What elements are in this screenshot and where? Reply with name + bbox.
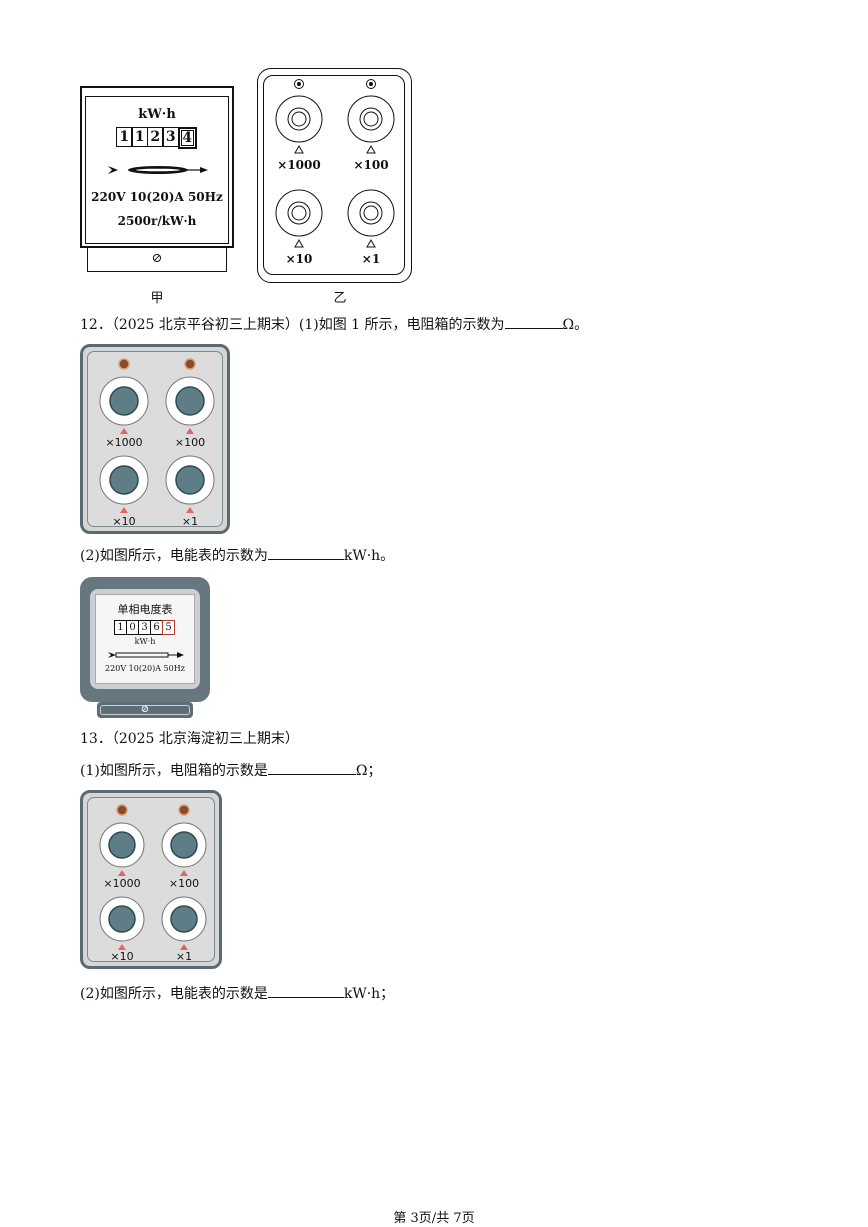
q12-part2-text: (2)如图所示，电能表的示数为 (80, 548, 268, 564)
dial-label-100: ×100 (168, 877, 200, 890)
dial-label-10: ×10 (285, 252, 313, 266)
meter-constant: 2500r/kW·h (117, 214, 197, 228)
meter-unit: kW·h (138, 107, 176, 122)
q13-part1-text: (1)如图所示，电阻箱的示数是 (80, 763, 268, 779)
meter-title: 单相电度表 (117, 603, 173, 616)
answer-blank[interactable] (267, 760, 356, 775)
digit: 2 (146, 127, 164, 147)
energy-meter-jia: kW·h 1 1 2 3 4 220V 10(20)A 50Hz 2500r/k… (80, 86, 234, 248)
dial-label-1: ×1 (181, 515, 199, 528)
dials-graphic (99, 804, 207, 950)
dial-label-100: ×100 (353, 158, 389, 172)
answer-blank[interactable] (267, 983, 344, 998)
resistance-box-q13: ×1000 ×100 ×10 ×1 (80, 790, 222, 969)
resistance-box-yi: ×1000 ×100 ×10 ×1 (257, 68, 412, 283)
dials-graphic (275, 79, 395, 248)
digit-last: 4 (177, 127, 197, 149)
screw-icon: ⊘ (140, 704, 150, 715)
dial-label-10: ×10 (112, 515, 136, 528)
dial-label-1000: ×1000 (105, 436, 143, 449)
meter-spec: 220V 10(20)A 50Hz (105, 664, 185, 673)
answer-blank[interactable] (267, 545, 344, 560)
meter-digits: 1 1 2 3 4 (86, 127, 228, 149)
dial-label-1: ×1 (175, 950, 193, 963)
digit: 1 (115, 127, 133, 147)
meter-base: ⊘ (97, 702, 193, 718)
caption-jia: 甲 (150, 291, 164, 306)
q12-stem-text: 12．（2025 北京平谷初三上期末）(1)如图 1 所示，电阻箱的示数为 (80, 317, 505, 333)
meter-base: ⊘ (87, 248, 227, 272)
q12-part2-unit: kW·h。 (343, 548, 395, 564)
meter-digits: 1 0 3 6 5 (96, 620, 194, 635)
dial-label-1000: ×1000 (103, 877, 141, 890)
digit-last: 5 (162, 620, 175, 635)
energy-meter-q12: 单相电度表 1 0 3 6 5 kW·h 220V 10(20)A 50Hz (80, 577, 210, 702)
digit: 3 (162, 127, 180, 147)
q13-part2: (2)如图所示，电能表的示数是 kW·h； (80, 983, 394, 1004)
dial-label-1000: ×1000 (277, 158, 321, 172)
q13-part1: (1)如图所示，电阻箱的示数是 Ω； (80, 760, 381, 781)
q12-stem: 12．（2025 北京平谷初三上期末）(1)如图 1 所示，电阻箱的示数为 Ω。 (80, 314, 588, 335)
meter-unit: kW·h (134, 637, 156, 646)
screw-icon: ⊘ (151, 251, 163, 266)
q13-heading: 13．（2025 北京海淀初三上期末） (80, 731, 299, 747)
rotating-disc-icon (108, 166, 208, 174)
page-number: 第 3页/共 7页 (393, 1211, 475, 1226)
dial-label-10: ×10 (110, 950, 134, 963)
digit: 1 (131, 127, 149, 147)
caption-yi: 乙 (333, 291, 347, 306)
digit: 1 (114, 620, 127, 635)
q13-part2-text: (2)如图所示，电能表的示数是 (80, 986, 268, 1002)
dial-label-1: ×1 (361, 252, 381, 266)
dial-label-100: ×100 (174, 436, 206, 449)
q13-part2-unit: kW·h； (343, 986, 395, 1002)
meter-spec: 220V 10(20)A 50Hz (91, 190, 223, 204)
q12-stem-unit: Ω。 (562, 317, 589, 333)
q13-part1-unit: Ω； (355, 763, 382, 779)
rotating-disc-icon (108, 652, 184, 658)
answer-blank[interactable] (504, 314, 563, 329)
dials-graphic (99, 358, 215, 513)
q12-part2: (2)如图所示，电能表的示数为 kW·h。 (80, 545, 394, 566)
resistance-box-q12: ×1000 ×100 ×10 ×1 (80, 344, 230, 534)
